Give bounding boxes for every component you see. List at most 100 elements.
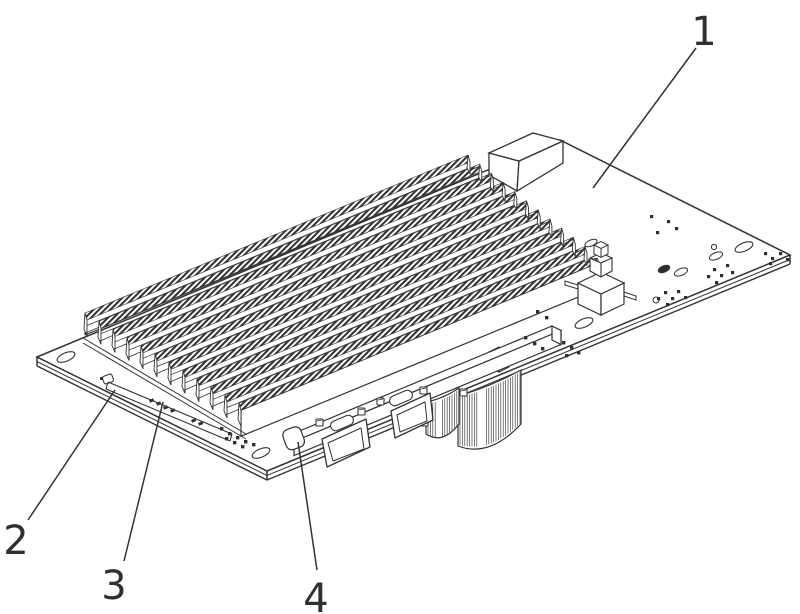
heatsink-fin-right-end: [571, 237, 576, 257]
smd-capsule: [330, 414, 354, 432]
heatsink-fin-left-end: [97, 321, 102, 345]
heatsink-valley-left: [99, 335, 114, 342]
port-1-inner: [327, 427, 365, 462]
edge-contact: [533, 342, 537, 346]
heatsink-fin-right-end: [489, 173, 494, 193]
pad-oval: [673, 267, 689, 277]
ref-label-1: 1: [691, 9, 716, 55]
heatsink-fin-right-end: [525, 200, 529, 220]
via-dot: [671, 297, 675, 301]
solder-pads: [584, 238, 724, 304]
ref-labels: 1 2 3 4: [3, 9, 716, 614]
heatsink-valley-left: [225, 408, 240, 416]
pad-circle: [710, 243, 718, 251]
pin-contact: [233, 441, 237, 445]
bracket-right-end: [551, 325, 562, 346]
via-dot: [684, 296, 688, 300]
edge-contact: [565, 354, 569, 358]
capacitor-cylinders: [425, 368, 522, 450]
heatsink-stair-right: [539, 220, 551, 227]
heatsink-fin-right-end: [501, 182, 506, 202]
heatsink-fin-left-end: [181, 370, 186, 394]
via-dot: [715, 281, 719, 285]
leader-lines: [27, 47, 697, 571]
pad-oval: [708, 251, 724, 261]
edge-contact: [545, 316, 549, 320]
push-button: [564, 240, 637, 316]
leader-line-3: [123, 401, 164, 562]
heatsink-fin-left-end: [83, 312, 88, 337]
strip-contact: [191, 418, 197, 423]
button-base-top-face: [576, 271, 626, 295]
heatsink-valley-left: [127, 351, 142, 358]
edge-connector-strip: [100, 373, 233, 442]
heatsink-stair-right: [527, 211, 539, 218]
mini-cube-edge: [460, 389, 467, 392]
heatsink-channel-line: [128, 194, 506, 351]
heatsink-back-wall-bottom: [84, 176, 471, 336]
via-dot: [664, 291, 668, 295]
pin-contact: [225, 437, 229, 441]
mounting-holes: [56, 241, 754, 459]
box-connector-top-face: [487, 132, 565, 162]
heatsink-fin-right-end: [466, 154, 471, 175]
pin-contact: [241, 445, 245, 449]
leader-line-2: [27, 389, 116, 521]
ref-label-2: 2: [3, 518, 28, 564]
strip-contact: [197, 421, 204, 426]
via-dot: [650, 215, 654, 219]
heatsink-channel-line: [142, 203, 517, 359]
button-top-nub: [593, 240, 610, 259]
strip-contacts: [149, 398, 204, 426]
port-connectors: [321, 392, 434, 468]
heatsink: [82, 154, 600, 440]
heatsink-fin-left-end: [209, 386, 214, 410]
via-dot: [667, 220, 671, 224]
heatsink-fin-left-end: [167, 362, 172, 386]
heatsink-fin-left-end: [125, 337, 130, 361]
via-dot: [731, 271, 735, 275]
heatsink-stair-right: [468, 165, 480, 172]
edge-contact: [577, 351, 581, 355]
heatsink-stair-right: [480, 174, 492, 181]
pin-contact: [228, 432, 232, 436]
mini-cube-edge: [377, 398, 384, 401]
heatsink-fin-left-end: [153, 353, 158, 378]
via-dot: [769, 262, 773, 266]
heatsink-fin-right-end: [560, 228, 565, 248]
via-dot: [707, 275, 711, 279]
heatsink-stair-right: [515, 202, 527, 208]
via-dot: [675, 227, 679, 231]
via-dot: [720, 274, 724, 278]
edge-contact: [541, 347, 545, 351]
via-dot: [657, 297, 661, 301]
heatsink-valley-left: [113, 343, 128, 350]
via-dot: [764, 252, 768, 256]
pad-oval: [584, 238, 598, 248]
strip-contact: [156, 401, 162, 406]
mounting-hole: [251, 447, 271, 459]
edge-contact: [562, 341, 566, 345]
mounting-hole: [574, 317, 594, 329]
heatsink-channel-line: [226, 258, 588, 408]
pin-contact: [220, 427, 224, 431]
mini-cube-edge: [316, 419, 323, 422]
strip-contact: [163, 405, 169, 410]
leader-line-1: [592, 47, 697, 189]
via-dot: [656, 231, 660, 235]
via-dot: [666, 303, 670, 307]
pin-contact: [236, 436, 240, 440]
pad-blob: [657, 264, 671, 274]
pin-contact: [252, 443, 256, 447]
heatsink-channel-line: [156, 212, 529, 367]
via-dot: [713, 268, 717, 272]
smd-capsules: [315, 386, 468, 432]
heatsink-valley-left: [155, 367, 170, 375]
heatsink-base-edge-2: [82, 342, 247, 440]
edge-contact: [536, 310, 540, 314]
via-dot: [779, 252, 783, 256]
heatsink-fin-left-end: [237, 403, 242, 427]
via-dots: [650, 215, 790, 307]
heatsink-stair-right: [550, 229, 562, 236]
